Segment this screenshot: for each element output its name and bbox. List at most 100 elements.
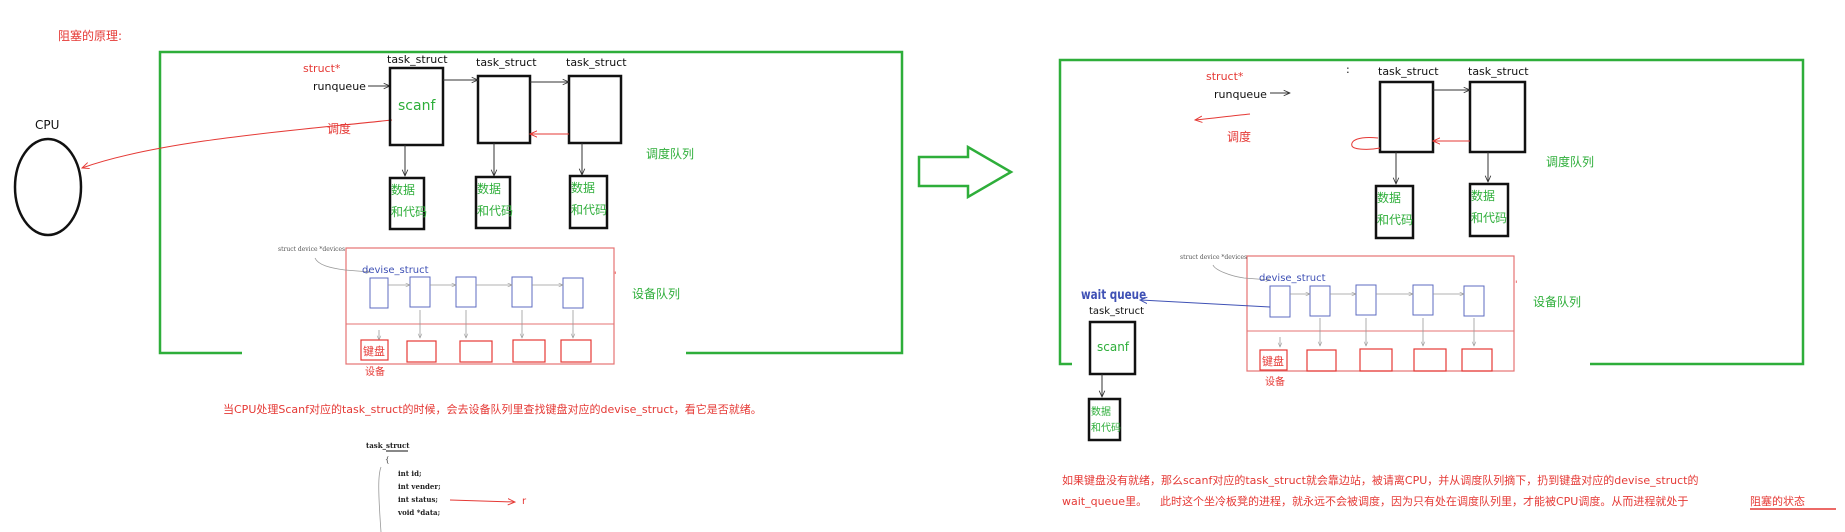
right-runqueue-label: runqueue [1214,88,1267,101]
wait-queue-label: wait queue [1081,288,1147,303]
cpu-label: CPU [35,118,60,132]
code-field-vender: int vender; [398,482,441,491]
left-runqueue-label: runqueue [313,80,366,93]
right-devise-box-1 [1269,285,1291,318]
left-data-2-line1: 数据 [477,182,502,196]
wait-task-label: task_struct [1089,306,1145,317]
left-devise-box-2 [409,276,431,308]
right-colon-mark: : [1346,63,1350,76]
right-device-slot-3 [1359,348,1393,372]
code-field-id: int id; [398,469,422,478]
left-device-frame [345,247,615,365]
right-devise-box-3 [1355,284,1377,316]
wait-task-box [1088,320,1137,376]
right-data-box-2 [1468,182,1510,238]
right-data-1-line1: 数据 [1377,191,1402,205]
right-device-slot-4 [1413,348,1447,372]
right-caption-blocked-state: 阻塞的状态 [1750,495,1805,508]
right-devise-box-2 [1309,285,1331,317]
right-caption-line2-b: 此时这个坐冷板凳的进程，就永远不会被调度，因为只有处在调度队列里，才能被CPU调… [1160,495,1689,508]
left-keyboard-label: 键盘 [363,345,385,358]
wait-queue-arrow [1140,300,1271,308]
right-devise-box-4 [1412,284,1434,316]
right-run-queue-label: 调度队列 [1546,155,1595,169]
left-device-slot-3 [459,340,493,363]
right-task-label-1: task_struct [1378,65,1439,78]
left-schedule-curve [82,119,393,168]
wait-data-box [1087,397,1122,442]
page-title: 阻塞的原理: [58,29,123,43]
right-data-box-1 [1374,184,1415,240]
left-task-box-3 [567,74,623,145]
left-task-label-1: task_struct [387,53,448,66]
right-data-1-line2: 和代码 [1377,213,1414,227]
right-caption-line2-a: wait_queue里。 [1062,495,1148,508]
left-run-queue-label: 调度队列 [646,147,695,161]
right-tick-mark: ' [1515,280,1518,290]
code-field-status: int status; [398,495,438,504]
left-device-slot-5 [560,339,592,363]
left-task-box-2 [476,74,532,145]
right-device-queue-label: 设备队列 [1533,295,1582,309]
left-devise-struct-label: devise_struct [362,265,429,276]
code-brace-line [378,466,382,532]
wait-data-line2: 和代码 [1091,423,1121,434]
left-data-1-line1: 数据 [391,183,416,197]
left-data-3-line1: 数据 [571,181,596,195]
right-devise-struct-label: devise_struct [1259,273,1326,284]
code-arrow-target: r [522,496,527,507]
left-runqueue-frame [158,50,904,355]
right-device-ptr-label: struct device *devices [1180,254,1248,261]
left-keyboard-slot [360,339,389,361]
left-task-label-2: task_struct [476,56,537,69]
left-caption: 当CPU处理Scanf对应的task_struct的时候，会去设备队列里查找键盘… [223,403,762,416]
right-schedule-arrow [1195,113,1251,120]
left-devise-box-5 [562,277,584,309]
left-devise-box-4 [511,276,533,308]
left-device-slot-4 [512,339,546,363]
left-data-2-line2: 和代码 [477,204,514,218]
left-devices-pointer [314,257,370,272]
left-task-label-3: task_struct [566,56,627,69]
left-data-box-3 [568,174,609,230]
left-device-ptr-label: struct device *devices [278,246,346,253]
left-data-3-line2: 和代码 [571,203,608,217]
right-task-box-2 [1468,80,1527,154]
right-device-slot-5 [1461,348,1493,372]
right-device-slot-2 [1306,349,1337,372]
left-data-1-line2: 和代码 [391,205,428,219]
right-data-2-line2: 和代码 [1471,211,1508,225]
right-task-label-2: task_struct [1468,65,1529,78]
right-task-box-1 [1378,80,1435,154]
right-runqueue-red-hook [1351,137,1381,150]
wait-data-line1: 数据 [1091,407,1111,418]
left-data-box-1 [388,176,426,231]
left-device-label: 设备 [365,367,385,378]
right-caption-line1: 如果键盘没有就绪，那么scanf对应的task_struct就会靠边站，被请离C… [1062,474,1699,487]
right-data-2-line1: 数据 [1471,189,1496,203]
left-struct-ptr-label: struct* [303,62,341,75]
right-struct-ptr-label: struct* [1206,70,1244,83]
right-devise-box-5 [1463,285,1485,317]
left-device-slot-2 [406,340,437,363]
code-status-arrow [449,500,515,502]
right-keyboard-slot [1259,349,1288,371]
left-schedule-label: 调度 [327,122,352,136]
left-data-box-2 [474,175,512,230]
cpu-ellipse [13,137,83,237]
wait-scanf-label: scanf [1097,340,1130,354]
code-struct-keyword: task_struct [366,441,410,450]
code-field-data: void *data; [398,508,441,517]
right-schedule-label: 调度 [1227,130,1252,144]
code-open-brace: { [385,456,390,464]
right-devices-pointer [1212,264,1270,280]
left-devise-box-1 [369,277,389,309]
left-device-queue-label: 设备队列 [632,287,681,301]
right-keyboard-label: 键盘 [1262,355,1284,368]
left-task-box-scanf [388,66,445,147]
right-device-label: 设备 [1265,377,1285,388]
transition-arrow [917,144,1014,200]
left-scanf-label: scanf [398,98,436,114]
left-devise-box-3 [455,276,477,308]
